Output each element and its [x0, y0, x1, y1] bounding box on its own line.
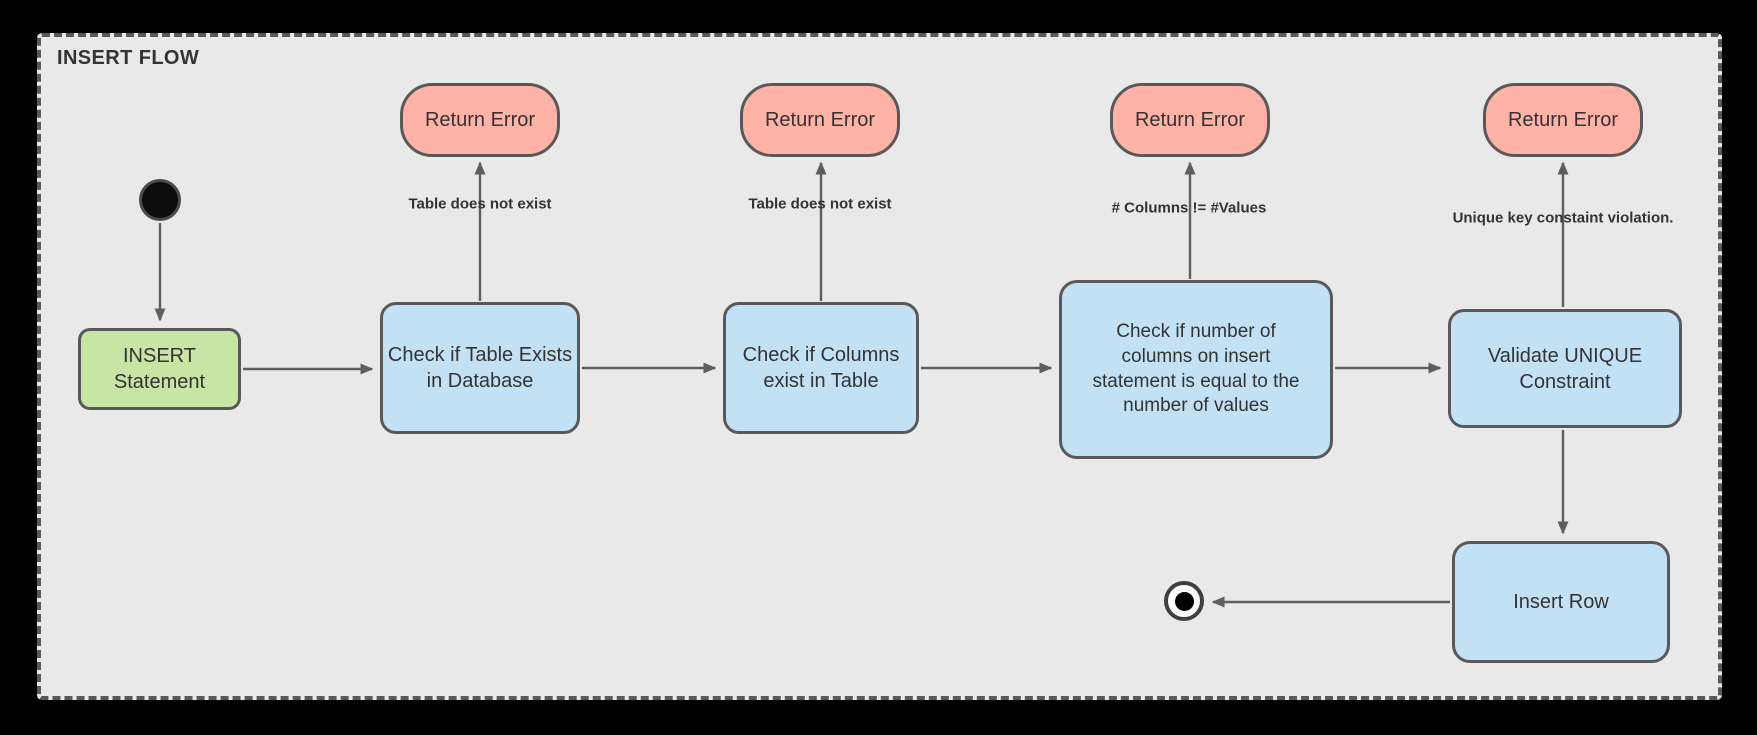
- edge-label-table-not-exist-2: Table does not exist: [748, 195, 892, 213]
- node-return-error-3: Return Error: [1110, 83, 1270, 157]
- node-return-error-2: Return Error: [740, 83, 900, 157]
- node-insert-statement: INSERT Statement: [78, 328, 241, 410]
- final-state-node: [1164, 581, 1204, 621]
- node-insert-row: Insert Row: [1452, 541, 1670, 663]
- node-return-error-4: Return Error: [1483, 83, 1643, 157]
- node-check-column-count: Check if number of columns on insert sta…: [1059, 280, 1333, 459]
- edge-label-table-not-exist-1: Table does not exist: [408, 195, 552, 213]
- group-title: INSERT FLOW: [57, 47, 200, 69]
- node-check-table-exists: Check if Table Exists in Database: [380, 302, 580, 434]
- node-return-error-1: Return Error: [400, 83, 560, 157]
- final-state-dot: [1174, 591, 1194, 611]
- edge-label-unique-key-violation: Unique key constaint violation.: [1452, 209, 1674, 227]
- node-check-columns-exist: Check if Columns exist in Table: [723, 302, 919, 434]
- node-validate-unique-constraint: Validate UNIQUE Constraint: [1448, 309, 1682, 428]
- edge-label-column-count-mismatch: # Columns != #Values: [1111, 199, 1267, 217]
- initial-state-node: [139, 179, 181, 221]
